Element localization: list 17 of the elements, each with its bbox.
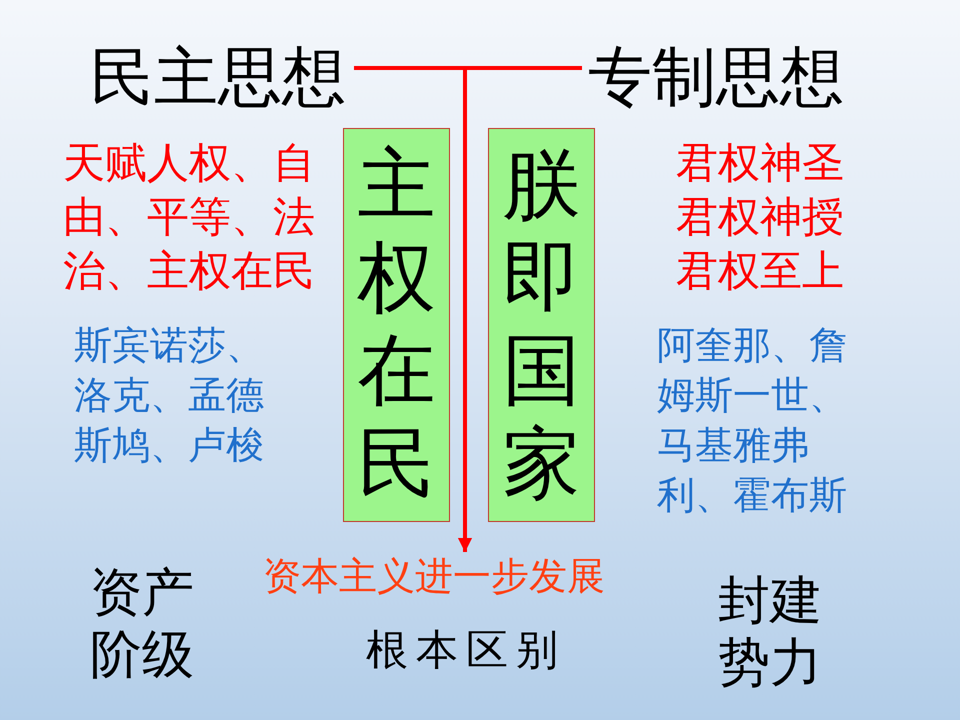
doctrine-text: 君权至上 [676, 245, 844, 297]
heading: 专制思想 [588, 42, 844, 114]
arrow [458, 66, 582, 552]
class-label: 资产阶级 [90, 562, 195, 686]
slogan-panel [343, 128, 450, 522]
result-text: 资本主义进一步发展 [263, 553, 605, 599]
heading: 民主思想 [90, 42, 346, 114]
note-text: 根本区别 [366, 624, 566, 676]
slogan-text: 朕即国家 [502, 139, 580, 511]
thinkers-text: 斯宾诺莎、洛克、孟德斯鸠、卢梭 [74, 322, 265, 469]
class-label: 封建势力 [718, 570, 823, 694]
principles-text: 天赋人权、自由、平等、法治、主权在民 [63, 137, 316, 297]
slogan-panel [488, 128, 595, 522]
doctrine-text: 君权神圣 [676, 137, 844, 189]
slogan-text: 主权在民 [358, 139, 436, 511]
thinkers-text: 阿奎那、詹姆斯一世、马基雅弗利、霍布斯 [657, 322, 848, 519]
doctrine-text: 君权神授 [676, 191, 844, 243]
